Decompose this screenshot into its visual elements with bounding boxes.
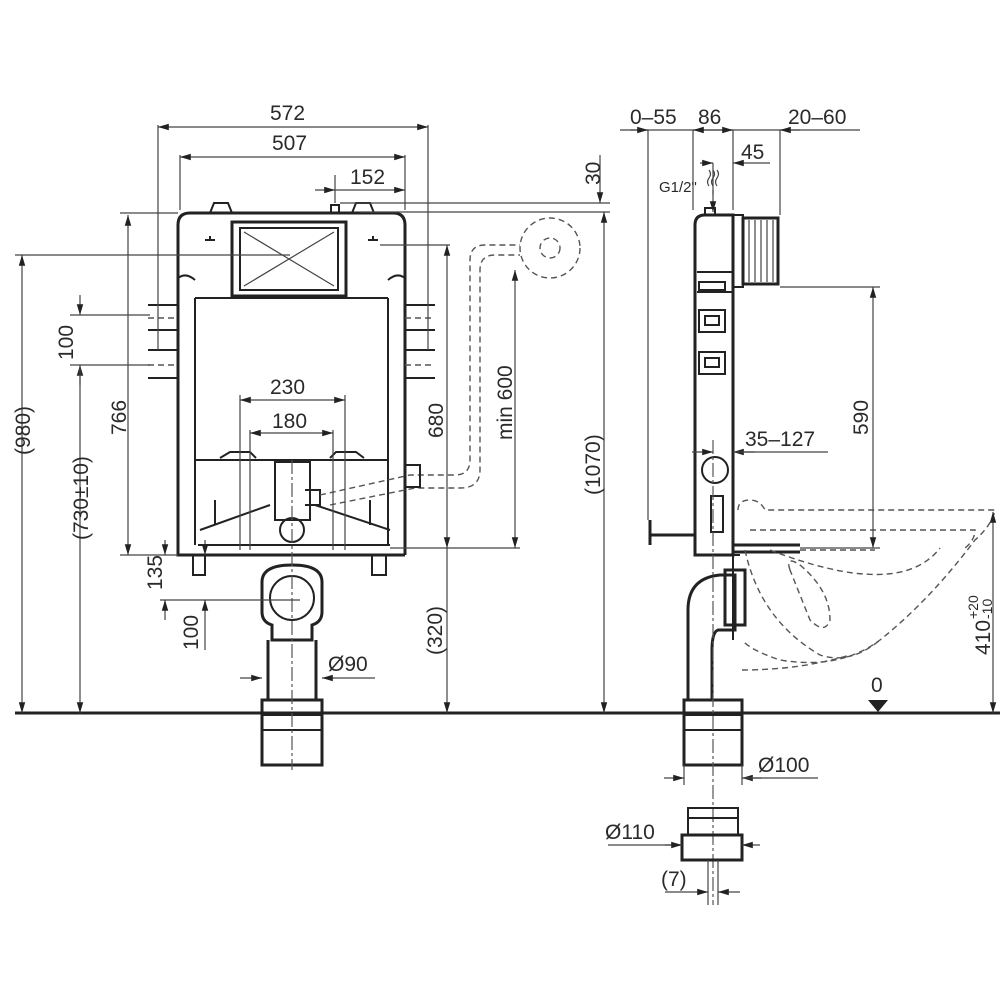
dim-680: 680 xyxy=(425,403,448,438)
dim-1070: (1070) xyxy=(582,434,605,495)
flush-plate xyxy=(230,220,348,298)
front-dimension-labels: 572 507 152 30 (980) (730±10) 766 100 13… xyxy=(12,102,605,676)
floor-level-marker-icon xyxy=(868,700,888,712)
dim-980: (980) xyxy=(12,406,35,455)
dim-572: 572 xyxy=(270,102,305,125)
dim-45: 45 xyxy=(741,141,764,164)
dim-135: 135 xyxy=(144,555,167,590)
dim-30: 30 xyxy=(582,162,605,185)
dim-7: (7) xyxy=(661,868,687,891)
dim-590: 590 xyxy=(850,400,873,435)
dim-100-bottom: 100 xyxy=(180,615,203,650)
front-drain-pipe xyxy=(260,460,324,770)
dim-min-600: min 600 xyxy=(494,365,517,440)
dim-seat-height: 410 +20 -10 xyxy=(965,595,995,655)
seat-tol-plus: +20 xyxy=(965,595,981,619)
dim-86: 86 xyxy=(698,106,721,129)
dim-35-127: 35–127 xyxy=(745,428,815,451)
dim-diameter-90: Ø90 xyxy=(328,653,368,676)
dim-507: 507 xyxy=(272,132,307,155)
front-water-inlet-hose xyxy=(319,217,581,506)
floor-level-label: 0 xyxy=(871,674,883,697)
dim-0-55: 0–55 xyxy=(630,106,677,129)
seat-height-value: 410 xyxy=(972,620,995,655)
front-frame xyxy=(148,202,435,576)
side-dimension-labels: 0–55 86 20–60 45 G1/2" 590 35–127 410 +2… xyxy=(605,106,995,891)
dim-320: (320) xyxy=(424,606,447,655)
dim-230: 230 xyxy=(270,376,305,399)
toilet-bowl-outline xyxy=(737,499,996,671)
dim-152: 152 xyxy=(350,166,385,189)
front-dimensions xyxy=(15,123,610,713)
dim-730: (730±10) xyxy=(70,456,93,540)
seat-tol-minus: -10 xyxy=(979,599,995,619)
inlet-thread-label: G1/2" xyxy=(659,179,697,196)
side-drain-pipe xyxy=(680,440,747,905)
dim-100-top: 100 xyxy=(55,325,78,360)
dim-766: 766 xyxy=(108,400,131,435)
dim-20-60: 20–60 xyxy=(788,106,846,129)
dim-180: 180 xyxy=(272,410,307,433)
side-dimensions xyxy=(608,126,997,905)
dim-diameter-110: Ø110 xyxy=(605,821,655,844)
dim-diameter-100: Ø100 xyxy=(758,754,809,777)
flush-duct xyxy=(741,216,780,286)
